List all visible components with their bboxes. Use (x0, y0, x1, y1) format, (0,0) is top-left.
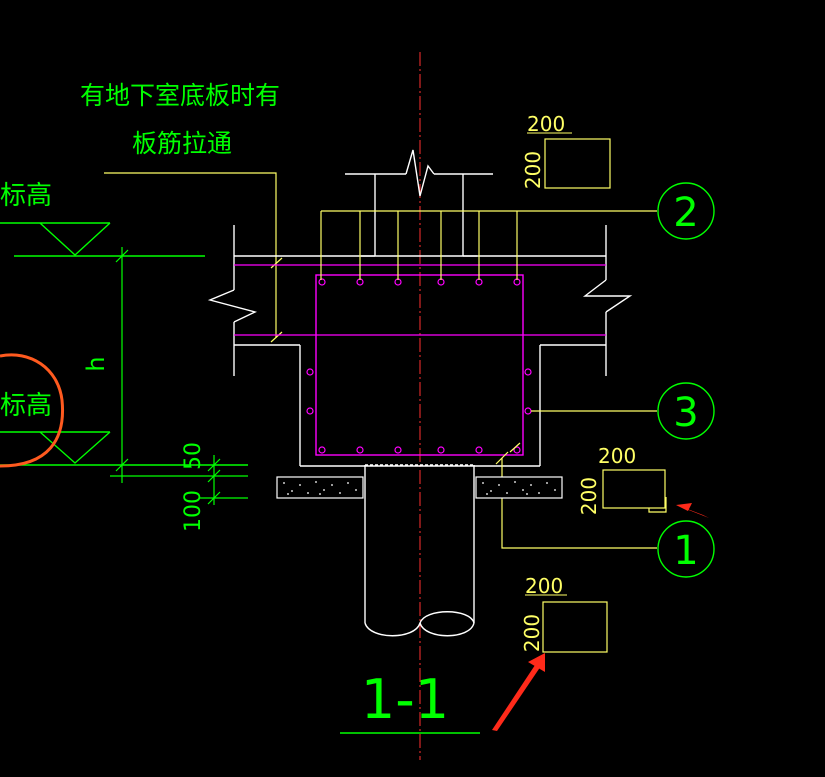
callout-2-text: 2 (673, 190, 698, 236)
note-line-2: 板筋拉通 (132, 129, 232, 158)
beam-stirrup (315, 274, 524, 456)
pile (364, 464, 475, 637)
elevation-label-top: 标高 (0, 181, 52, 211)
dimension-50-text: 50 (181, 442, 206, 470)
dimension-50-100 (110, 455, 248, 505)
stirrup-detail-3: 200 200 (520, 574, 608, 653)
red-arrow-lower (492, 653, 545, 731)
callout-3: 3 (657, 382, 715, 440)
callout-3-text: 3 (673, 390, 698, 436)
callout-1-text: 1 (673, 528, 698, 574)
detail-3-width: 200 (525, 574, 563, 598)
detail-1-height: 200 (577, 477, 601, 515)
callout-1: 1 (657, 520, 715, 578)
dimension-h-text: h (82, 356, 110, 371)
leader-tick-bottom (270, 331, 283, 343)
concrete-bedding (276, 476, 563, 499)
section-title: 1-1 (361, 668, 449, 731)
dimension-h (115, 247, 129, 483)
elevation-symbol-bottom (0, 431, 248, 466)
detail-1-width: 200 (598, 444, 636, 468)
elevation-label-bottom: 标高 (0, 391, 52, 421)
callout-2: 2 (657, 182, 715, 240)
detail-2-width: 200 (527, 112, 565, 136)
note-leader-line (104, 172, 277, 338)
detail-3-height: 200 (520, 614, 544, 652)
red-arrow-upper (676, 503, 709, 518)
detail-2-height: 200 (521, 151, 545, 189)
rebar-leaders (320, 210, 657, 549)
dimension-100-text: 100 (181, 490, 206, 532)
leader-tick-top (270, 257, 283, 269)
note-line-1: 有地下室底板时有 (80, 81, 280, 110)
slab-outline (207, 225, 633, 467)
elevation-symbol-top (0, 222, 205, 257)
stirrup-detail-2: 200 200 (521, 112, 611, 189)
stirrup-detail-1: 200 200 (577, 444, 667, 515)
hand-annotation-circle (0, 353, 65, 468)
column-stub (345, 149, 493, 257)
